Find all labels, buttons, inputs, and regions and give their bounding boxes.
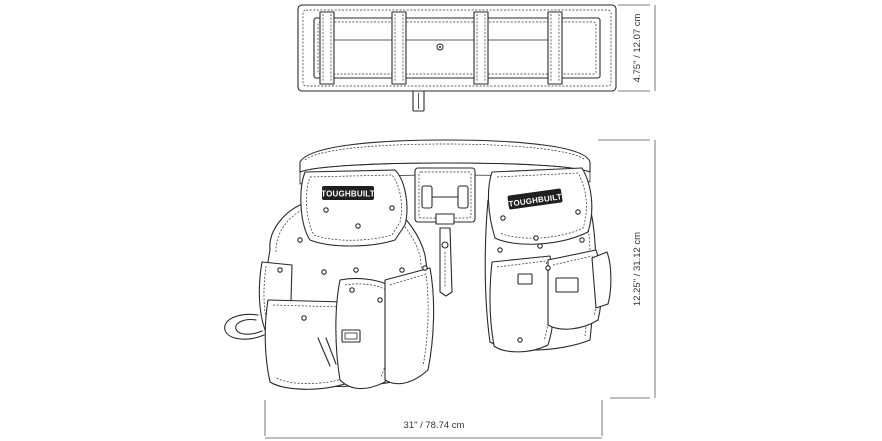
left-brand-badge — [322, 186, 374, 200]
belt-height-dimension: 4.75" / 12.07 cm — [618, 4, 656, 92]
left-brand-logo: TOUGHBUILT — [321, 190, 375, 199]
rig-width-label: 31" / 78.74 cm — [404, 420, 465, 431]
rig-height-label: 12.25" / 31.12 cm — [632, 232, 643, 306]
rig-width-dimension: 31" / 78.74 cm — [264, 400, 603, 439]
tool-rig-front-view: TOUGHBUILT — [224, 139, 612, 390]
belt-height-label: 4.75" / 12.07 cm — [632, 13, 643, 82]
rig-height-dimension: 12.25" / 31.12 cm — [598, 139, 656, 399]
belt-top-view — [297, 4, 617, 112]
right-brand-badge — [507, 188, 563, 210]
